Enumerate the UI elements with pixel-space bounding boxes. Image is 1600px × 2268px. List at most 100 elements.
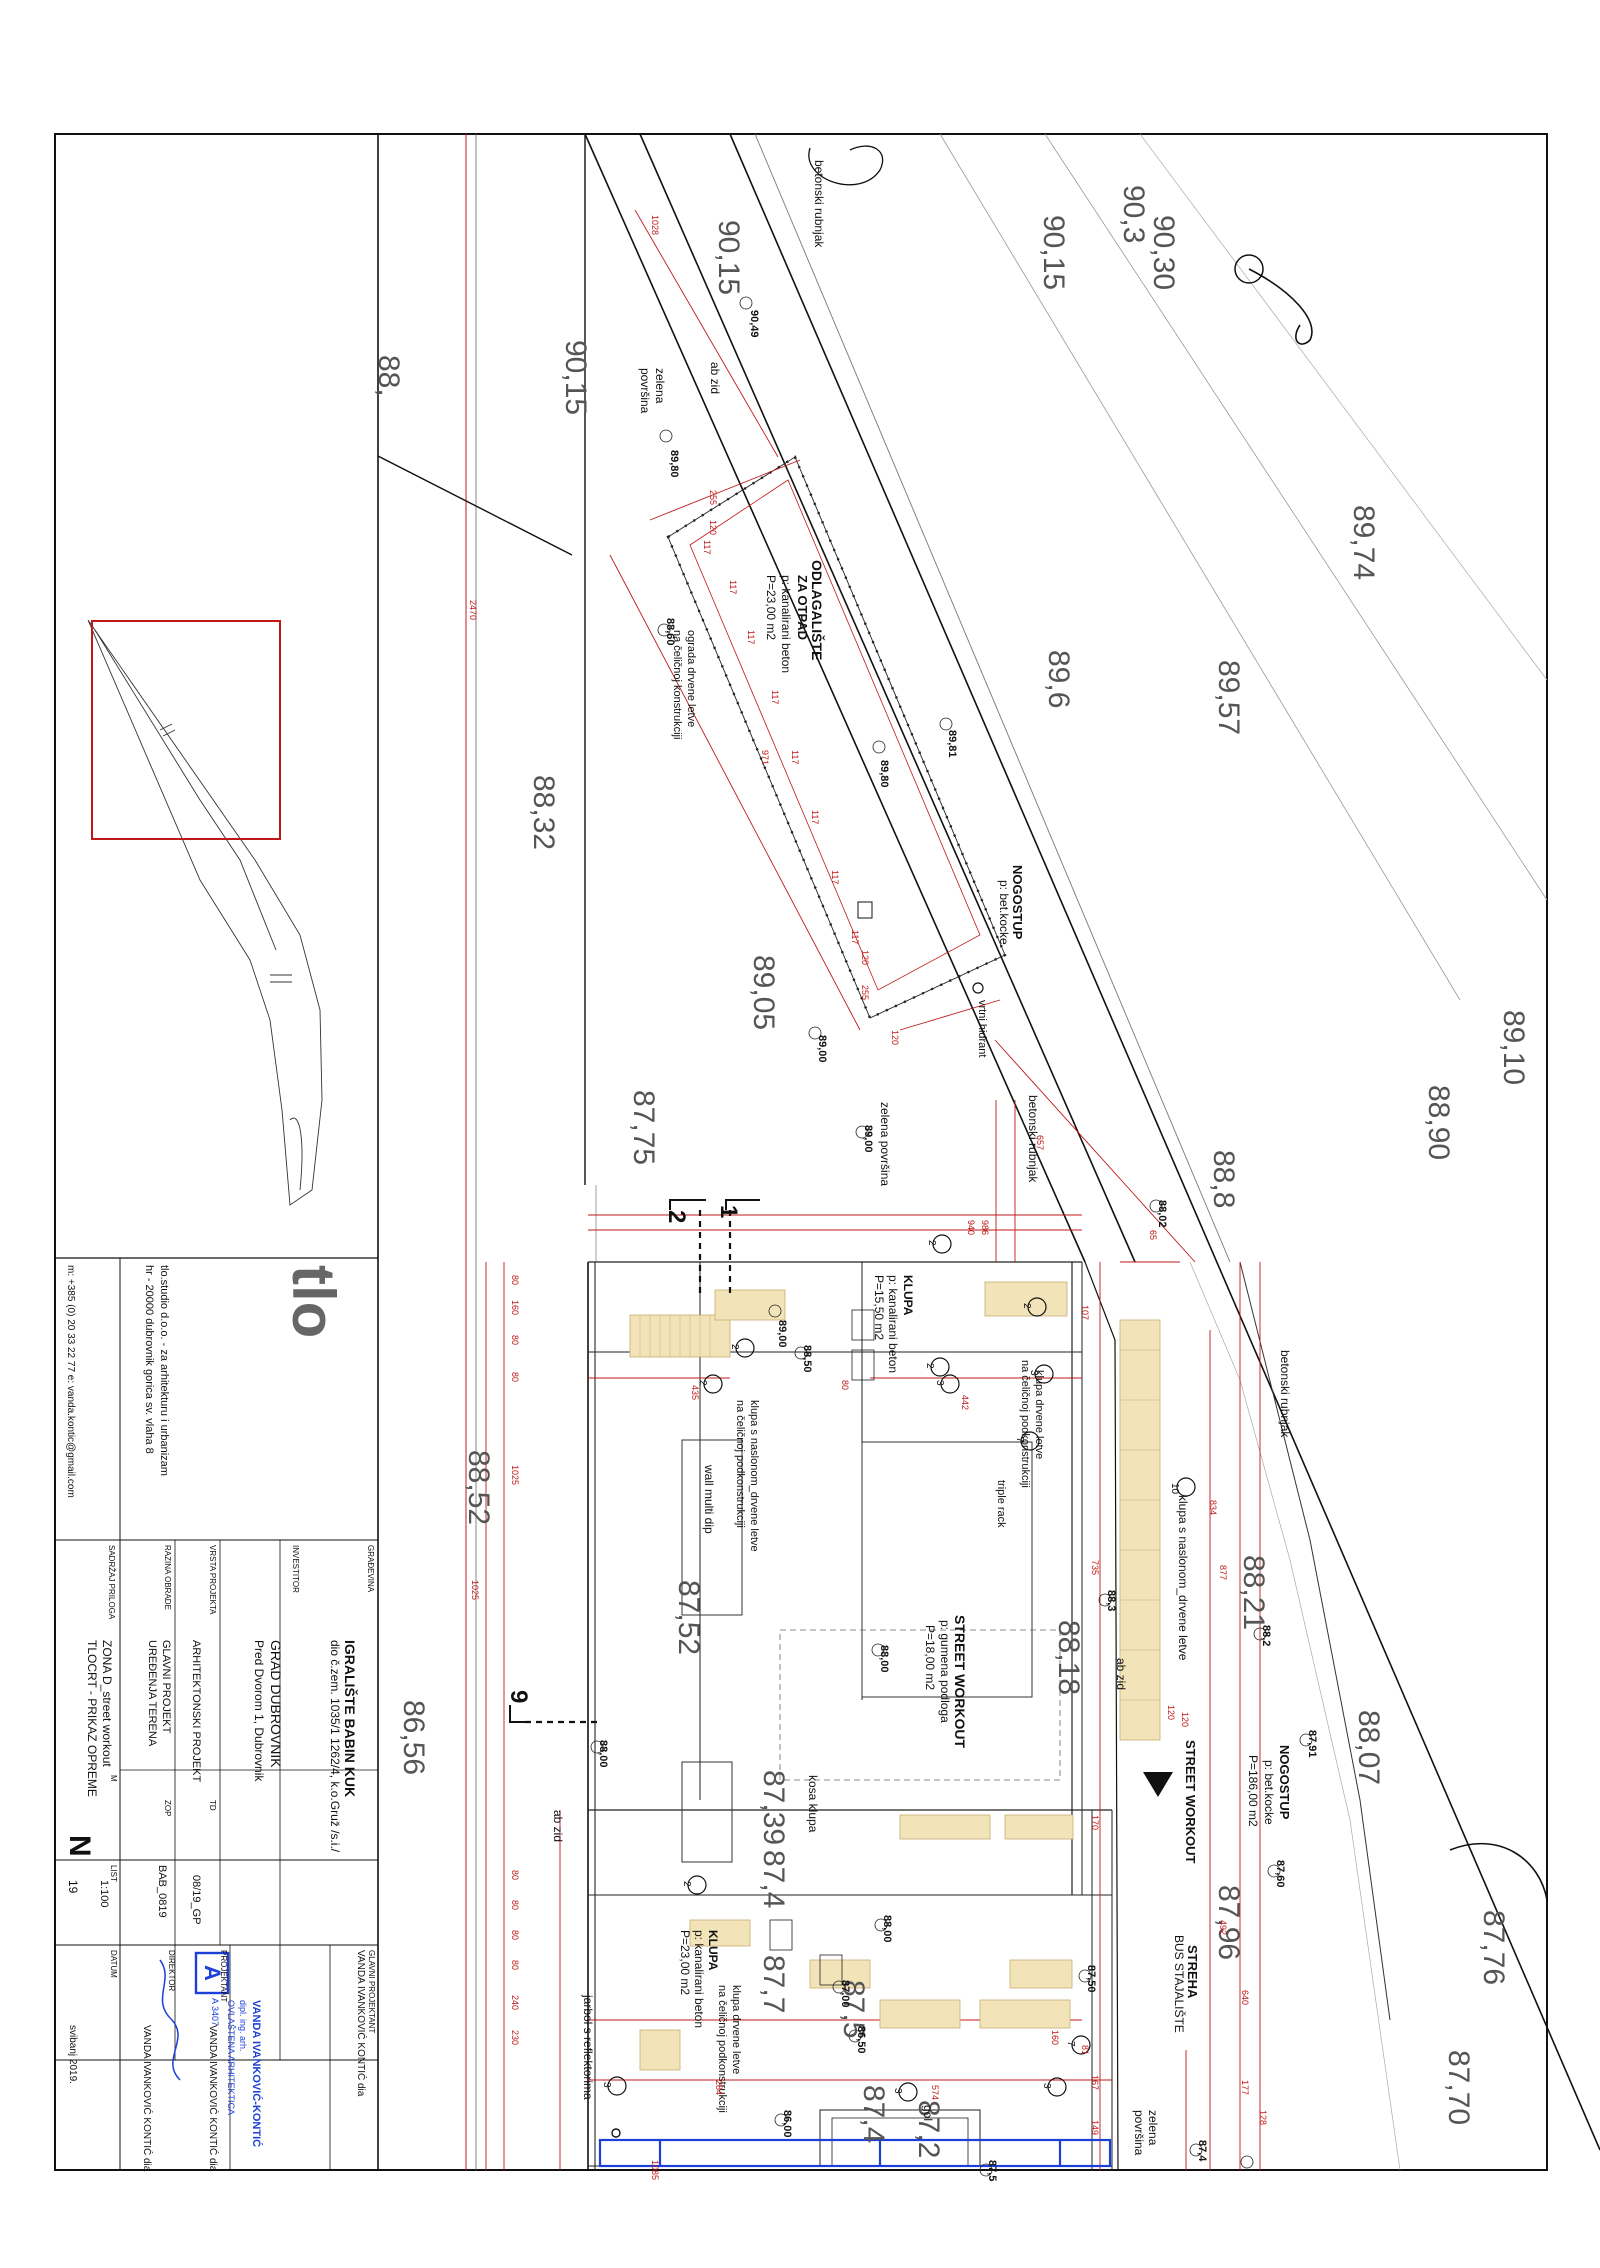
vrsta-value: ARHITEKTONSKI PROJEKT: [190, 1640, 202, 1783]
dimension-value: 107: [1080, 1305, 1090, 1321]
spot-elevation: 88,00: [878, 1645, 890, 1673]
plan-label-kosa-klupa: kosa klupa: [806, 1775, 820, 1833]
dimension-value: 971: [760, 750, 770, 766]
contour-elevation-label: 90,30: [1147, 215, 1180, 291]
dimension-value: 492: [1218, 1920, 1228, 1936]
dimension-value: 117: [790, 750, 800, 765]
contour-elevation-label: 87,4: [857, 2085, 890, 2144]
contour-elevation-label: 89,57: [1212, 660, 1245, 736]
spot-elevation: 87,60: [1274, 1860, 1286, 1888]
plan-label-vrtni-hidrant: vrtni hidrant: [976, 1000, 988, 1058]
dimension-value: 120: [860, 950, 870, 966]
plan-label-zelena-1b: površina: [638, 368, 652, 414]
plan-label-betonski-rubnjak-3: betonski rubnjak: [1278, 1350, 1292, 1438]
sadrzaj-value-2: TLOCRT - PRIKAZ OPREME: [85, 1640, 99, 1797]
contour-elevation-label: 87,7: [757, 1955, 790, 2014]
plan-label-nogostup-1-1: NOGOSTUP: [1010, 865, 1025, 940]
dimension-value: 240: [510, 1995, 520, 2011]
spot-elevation: 88,60: [664, 618, 676, 646]
plan-label-nogostup-1-2: p: bet.kocke: [997, 880, 1011, 945]
spot-elevation: 88,3: [1105, 1590, 1117, 1612]
dimension-value: 435: [690, 1385, 700, 1401]
equipment-callout-number: 2: [729, 1344, 740, 1350]
dimension-value: 640: [1240, 1990, 1250, 2006]
contour-elevation-label: 89,10: [1497, 1010, 1530, 1086]
dimension-value: 117: [830, 870, 840, 885]
plan-label-ograda-1: ograda drvene letve: [685, 630, 697, 728]
spot-elevation: 86,50: [855, 2026, 867, 2054]
spot-elevation: 89,00: [816, 1035, 828, 1063]
dimension-value: 120: [1180, 1712, 1190, 1728]
plan-label-gol: gol: [921, 2105, 935, 2122]
dimension-value: 117: [746, 630, 756, 645]
contour-elevation-label: 87,96: [1212, 1885, 1245, 1961]
projektant-value: VANDA IVANKOVIĆ KONTIĆ dia: [207, 2025, 218, 2172]
plan-label-sw-3: P=18,00 m2: [923, 1625, 937, 1691]
spot-elevation: 89,80: [668, 450, 680, 478]
equipment-callout-number: 2: [926, 1240, 937, 1246]
plan-label-ab-zid-3: ab zid: [551, 1810, 565, 1843]
m-value: 1:100: [98, 1880, 110, 1908]
dimension-value: 80: [510, 1930, 520, 1941]
plan-label-klupa-1-1: KLUPA: [901, 1275, 915, 1316]
plan-label-street-workout-arrow: STREET WORKOUT: [1183, 1740, 1198, 1864]
plan-label-klupa-nasl-long: klupa s naslonom_drvene letve: [1176, 1495, 1190, 1661]
dimension-value: 117: [702, 540, 712, 555]
plan-label-zelena-1: zelena: [653, 368, 667, 404]
plan-label-ograda-2: na čeličnoj konstrukciji: [671, 630, 683, 740]
spot-elevation: 87,91: [1306, 1730, 1318, 1758]
dimension-value: 149: [1090, 2120, 1100, 2136]
plan-label-betonski-rubnjak-1: betonski rubnjak: [812, 160, 826, 248]
sadrzaj-value-1: ZONA D_street workout: [100, 1640, 114, 1767]
dimension-value: 117: [770, 690, 780, 705]
dimension-value: 80: [840, 1380, 850, 1391]
plan-label-klupa-nasl-2: na čeličnoj podkonstrukciji: [734, 1400, 746, 1528]
sadrzaj-label: SADRŽAJ PRILOGA: [107, 1545, 116, 1620]
spot-elevation: 88,50: [801, 1345, 813, 1373]
contour-elevation-label: 87,52: [672, 1580, 705, 1656]
contour-elevation-label: 89,05: [747, 955, 780, 1031]
zop-value: BAB_0819: [156, 1865, 168, 1918]
contour-elevation-label: 90,15: [712, 220, 745, 296]
contour-elevation-label: 88,: [372, 355, 405, 397]
svg-text:A: A: [200, 1965, 225, 1981]
dimension-value: 160: [1050, 2030, 1060, 2046]
gradevina-label: GRAĐEVINA: [366, 1545, 375, 1593]
plan-label-triple-rack: triple rack: [995, 1480, 1007, 1528]
dimension-value: 1025: [470, 1580, 480, 1601]
contour-elevation-label: 88,52: [462, 1450, 495, 1526]
contour-elevation-label: 87,75: [627, 1090, 660, 1166]
equipment-callout-number: 2: [681, 1881, 692, 1887]
dimension-value: 167: [1090, 2075, 1100, 2091]
spot-elevation: 88,02: [1156, 1200, 1168, 1228]
spot-elevation: 88,00: [881, 1915, 893, 1943]
td-value: 08/19_GP: [190, 1875, 202, 1925]
plan-label-zelena-3: zelena: [1146, 2110, 1160, 2146]
dimension-value: 65: [1148, 1230, 1158, 1241]
dimension-value: 1028: [650, 215, 660, 236]
contour-elevation-label: 90,15: [1037, 215, 1070, 291]
dimension-value: 986: [980, 1220, 990, 1236]
company-address: hr - 20000 dubrovnik gorica sv. vlaha 8: [143, 1265, 155, 1454]
company-contact: m: +385 (0) 20 33 22 77 e: vanda.kontic@…: [65, 1265, 76, 1498]
spot-elevation: 87,00: [839, 1980, 851, 2008]
dimension-value: 80: [510, 1900, 520, 1911]
spot-elevation: 89,81: [946, 730, 958, 758]
spot-elevation: 88,2: [1260, 1625, 1272, 1647]
dimension-value: 120: [708, 520, 718, 536]
north-arrow-icon: N: [63, 1835, 96, 1857]
dimension-value: 230: [510, 2030, 520, 2046]
direktor-label: DIREKTOR: [167, 1950, 176, 1992]
plan-area: [377, 133, 1600, 2177]
dimension-value: 80: [510, 1960, 520, 1971]
dimension-value: 81: [1080, 2045, 1090, 2056]
spot-elevation: 89,00: [776, 1320, 788, 1348]
plan-label-klupa-letve-1: klupa drvene letve: [1033, 1370, 1045, 1460]
glavni-label: GLAVNI PROJEKTANT: [367, 1950, 376, 2034]
spot-elevation: 89,00: [862, 1125, 874, 1153]
plan-label-odlagaliste-2: ZA OTPAD: [795, 575, 810, 640]
plan-label-streha-1: STREHA: [1185, 1945, 1200, 1999]
plan-label-sw-1: STREET WORKOUT: [952, 1615, 968, 1748]
plan-label-klupa-1-2: p: kanalirani beton: [886, 1275, 900, 1374]
